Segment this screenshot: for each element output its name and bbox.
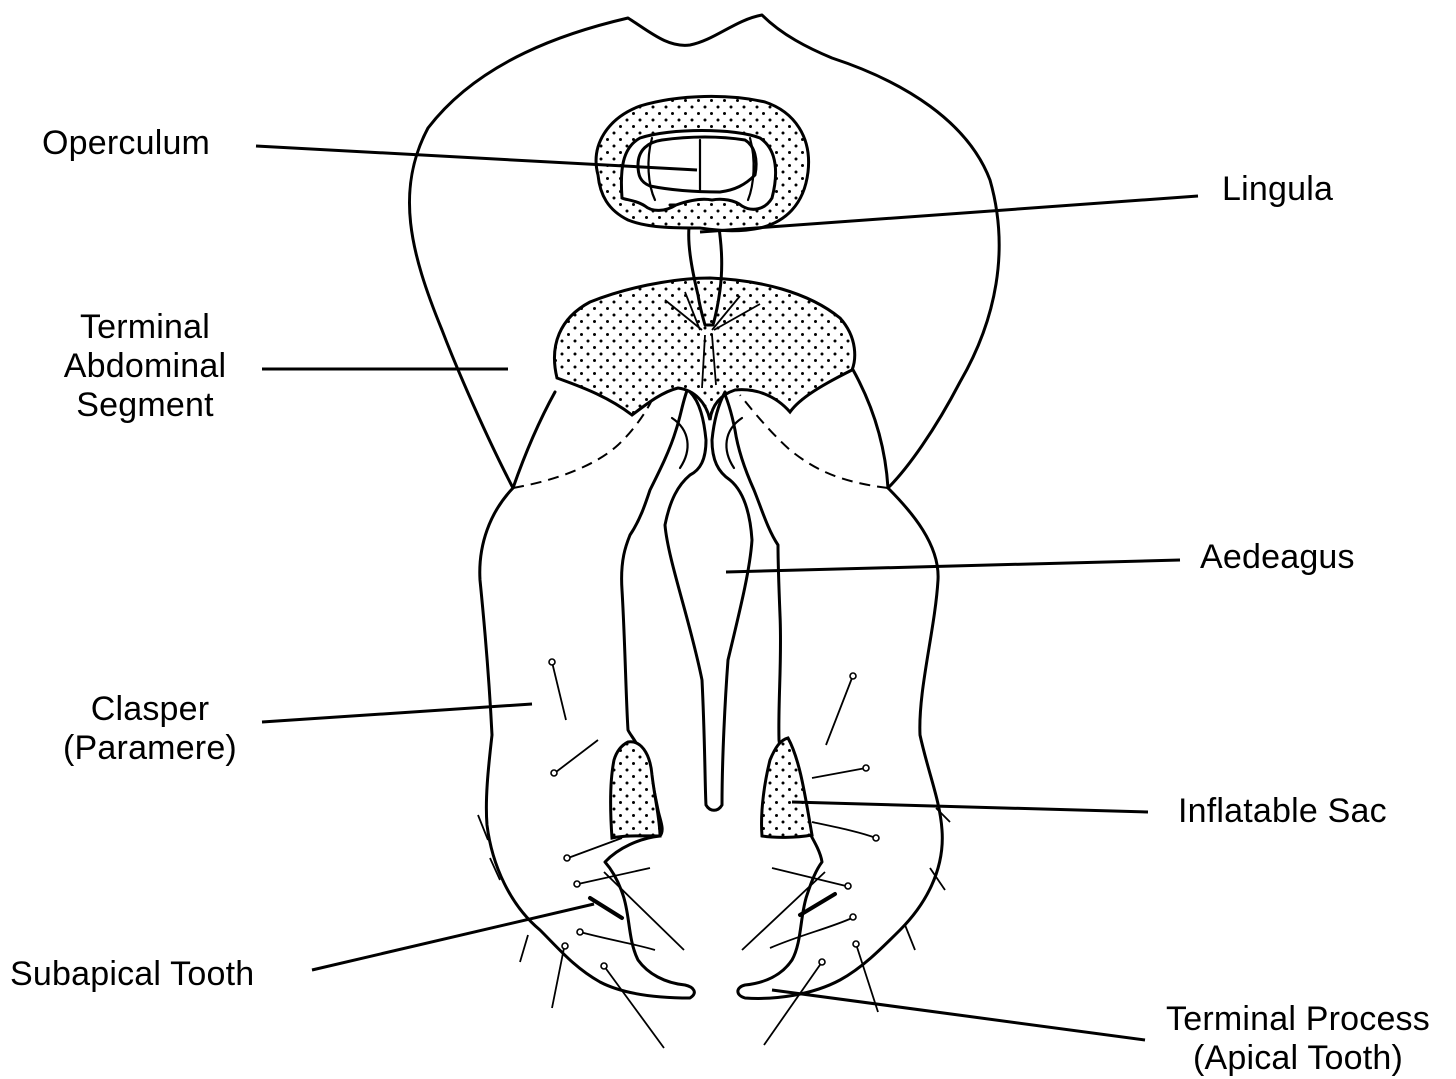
leader-terminal-process xyxy=(772,990,1145,1040)
leader-aedeagus xyxy=(726,560,1180,572)
label-terminal-process-line2: (Apical Tooth) xyxy=(1140,1039,1456,1078)
label-clasper-line1: Clasper xyxy=(40,690,260,729)
label-terminal-line1: Terminal xyxy=(40,308,250,347)
label-terminal-abdominal-segment: Terminal Abdominal Segment xyxy=(40,308,250,425)
right-inflatable-sac xyxy=(762,738,812,837)
label-subapical-tooth: Subapical Tooth xyxy=(10,955,254,994)
left-inflatable-sac xyxy=(611,742,660,838)
leader-inflatable-sac xyxy=(792,802,1148,812)
label-lingula: Lingula xyxy=(1222,170,1333,209)
label-inflatable-sac: Inflatable Sac xyxy=(1178,792,1387,831)
aedeagus xyxy=(665,392,752,810)
setae xyxy=(478,659,950,1048)
leader-subapical-tooth xyxy=(312,904,594,970)
label-terminal-line2: Abdominal xyxy=(40,347,250,386)
label-clasper-line2: (Paramere) xyxy=(40,729,260,768)
right-dashed-boundary xyxy=(740,395,888,488)
label-clasper: Clasper (Paramere) xyxy=(40,690,260,768)
operculum-inner-plate xyxy=(638,137,756,192)
terminal-abdominal-segment-outline xyxy=(409,15,999,488)
label-operculum: Operculum xyxy=(42,124,210,163)
operculum-ring xyxy=(596,96,808,230)
label-aedeagus: Aedeagus xyxy=(1200,538,1355,577)
leader-operculum xyxy=(256,146,697,170)
label-terminal-process: Terminal Process (Apical Tooth) xyxy=(1140,1000,1456,1078)
label-terminal-process-line1: Terminal Process xyxy=(1140,1000,1456,1039)
label-terminal-line3: Segment xyxy=(40,386,250,425)
left-subapical-tooth xyxy=(590,898,622,918)
